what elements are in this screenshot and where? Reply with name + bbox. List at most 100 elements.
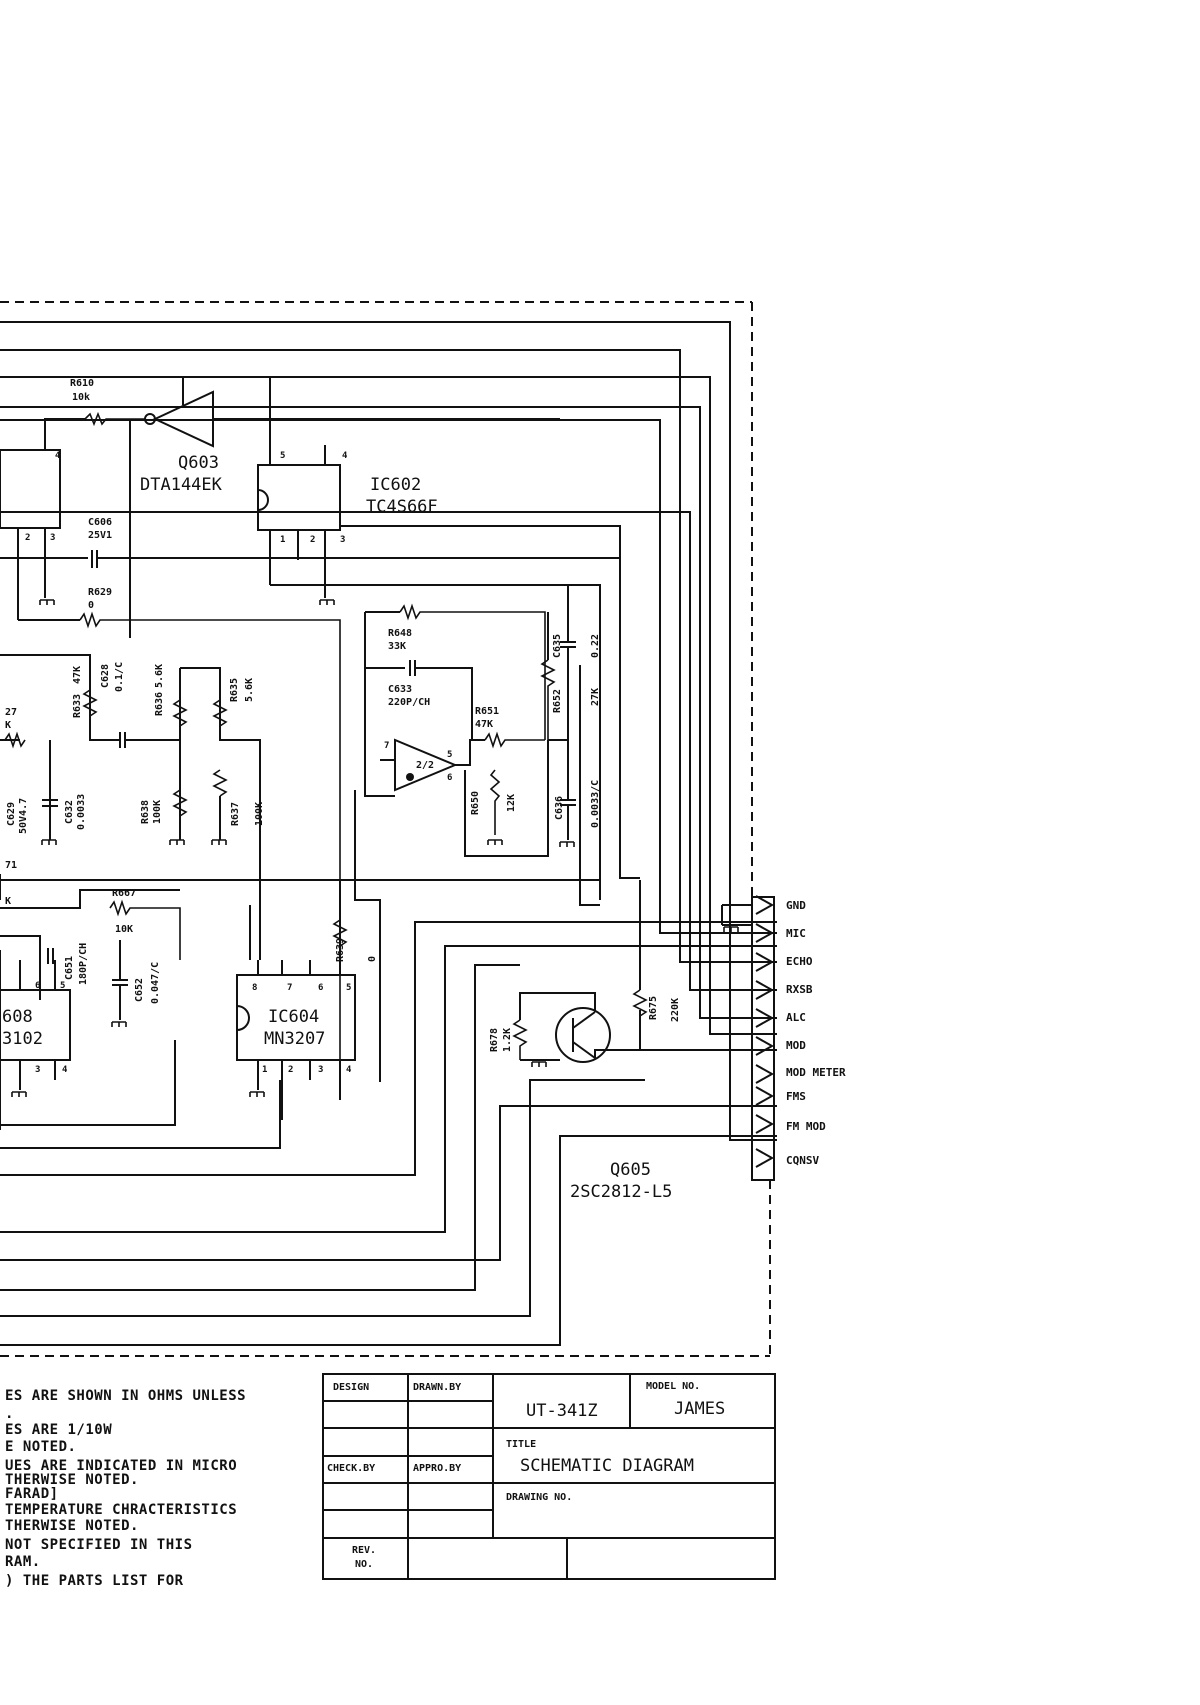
r638-ref: R638 bbox=[140, 800, 151, 824]
r633-ref: R633 bbox=[72, 694, 83, 718]
port-rxsb-label: RXSB bbox=[786, 983, 813, 996]
ic602-pin: 1 bbox=[280, 535, 285, 545]
ic602-part: TC4S66F bbox=[366, 497, 438, 517]
ic-left-pin: 3 bbox=[50, 533, 55, 543]
c628-value: 0.1/C bbox=[114, 662, 125, 692]
r650-ref: R650 bbox=[470, 791, 481, 815]
model-no-label: MODEL NO. bbox=[646, 1381, 700, 1392]
ic604-pin: 2 bbox=[288, 1065, 293, 1075]
r650-value: 12K bbox=[506, 794, 517, 812]
model-no-value: JAMES bbox=[674, 1399, 725, 1419]
ic608-pin: 6 bbox=[35, 981, 40, 991]
notes-block: ES ARE SHOWN IN OHMS UNLESS . ES ARE 1/1… bbox=[5, 1388, 246, 1589]
ic608-part: 3102 bbox=[2, 1029, 43, 1049]
note-line: RAM. bbox=[5, 1554, 41, 1570]
ground-symbols bbox=[11, 599, 739, 1097]
port-mod-label: MOD bbox=[786, 1039, 806, 1052]
port-cqnsv-label: CQNSV bbox=[786, 1154, 819, 1167]
note-line: NOT SPECIFIED IN THIS bbox=[5, 1537, 193, 1553]
rev-label: REV. bbox=[352, 1545, 376, 1556]
r667-ref: R667 bbox=[112, 888, 136, 899]
r651-value: 47K bbox=[475, 719, 493, 730]
left-fragment-r627-value: K bbox=[5, 720, 11, 731]
r610-value: 10k bbox=[72, 392, 90, 403]
note-line: ES ARE 1/10W bbox=[5, 1422, 112, 1438]
left-fragment-b: K bbox=[5, 896, 11, 907]
c606-ref: C606 bbox=[88, 517, 112, 528]
opamp-pin: 6 bbox=[447, 773, 452, 783]
ic602-pin: 4 bbox=[342, 451, 348, 461]
ic-left-pin: 2 bbox=[25, 533, 30, 543]
left-fragment-r627: 27 bbox=[5, 707, 17, 718]
c633-value: 220P/CH bbox=[388, 697, 430, 708]
r651-ref: R651 bbox=[475, 706, 499, 717]
left-fragment-a: 71 bbox=[5, 860, 17, 871]
connector-arrow bbox=[755, 1008, 775, 1028]
r652-value: 27K bbox=[590, 688, 601, 706]
r648-ref: R648 bbox=[388, 628, 412, 639]
r629-ref: R629 bbox=[88, 587, 112, 598]
connector-port-labels: GND MIC ECHO RXSB ALC MOD MOD METER FMS … bbox=[786, 899, 846, 1167]
r636-value: 5.6K bbox=[154, 664, 165, 688]
ic608-pin: 5 bbox=[60, 981, 65, 991]
title-block: DESIGN DRAWN.BY CHECK.BY APPRO.BY REV. N… bbox=[327, 1381, 725, 1570]
opamp-label: 2/2 bbox=[416, 760, 434, 771]
ic602-ref: IC602 bbox=[370, 475, 421, 495]
note-line: THERWISE NOTED. bbox=[5, 1472, 139, 1488]
ic608-pin: 4 bbox=[62, 1065, 68, 1075]
rev-no-label: NO. bbox=[355, 1559, 373, 1570]
drawing-title: SCHEMATIC DIAGRAM bbox=[520, 1456, 694, 1476]
c628-ref: C628 bbox=[100, 664, 111, 688]
ic604-pin: 6 bbox=[318, 983, 323, 993]
r675-ref: R675 bbox=[648, 996, 659, 1020]
q605-part: 2SC2812-L5 bbox=[570, 1182, 672, 1202]
r637-value: 100K bbox=[254, 802, 265, 826]
c632-value: 0.0033 bbox=[76, 794, 87, 830]
r635-value: 5.6K bbox=[244, 678, 255, 702]
c629-ref: C629 bbox=[6, 802, 17, 826]
connector-arrow bbox=[755, 1148, 775, 1168]
c633-ref: C633 bbox=[388, 684, 412, 695]
appro-by-label: APPRO.BY bbox=[413, 1463, 461, 1474]
title-block-grid bbox=[322, 1373, 776, 1580]
c635-ref: C635 bbox=[552, 634, 563, 658]
connector-arrow bbox=[755, 952, 775, 972]
ic604-pin: 5 bbox=[346, 983, 351, 993]
opamp-pin: 7 bbox=[384, 741, 389, 751]
c635-value: 0.22 bbox=[590, 634, 601, 658]
ic604-part: MN3207 bbox=[264, 1029, 325, 1049]
ic604-pin: 3 bbox=[318, 1065, 323, 1075]
c652-value: 0.047/C bbox=[150, 962, 161, 1004]
connector-arrow bbox=[755, 1114, 775, 1134]
r678-ref: R678 bbox=[489, 1028, 500, 1052]
connector-arrow bbox=[755, 1036, 775, 1056]
design-label: DESIGN bbox=[333, 1382, 369, 1393]
r629-value: 0 bbox=[88, 600, 94, 611]
connector-arrow bbox=[755, 923, 775, 943]
port-fms-label: FMS bbox=[786, 1090, 806, 1103]
note-line: TEMPERATURE CHRACTERISTICS bbox=[5, 1502, 237, 1518]
title-label: TITLE bbox=[506, 1439, 536, 1450]
c652-ref: C652 bbox=[134, 978, 145, 1002]
r667-value: 10K bbox=[115, 924, 133, 935]
ic602-pin: 3 bbox=[340, 535, 345, 545]
r678-value: 1.2K bbox=[502, 1028, 513, 1052]
ic604-pin: 4 bbox=[346, 1065, 352, 1075]
ic604-pin: 7 bbox=[287, 983, 292, 993]
dashed-boundary bbox=[0, 301, 771, 1357]
c636-value: 0.0033/C bbox=[590, 780, 601, 828]
port-alc-label: ALC bbox=[786, 1011, 806, 1024]
c651-value: 180P/CH bbox=[78, 943, 89, 985]
ic-left-pin: 4 bbox=[55, 451, 61, 461]
connector-arrow bbox=[755, 1086, 775, 1106]
port-fm-mod-label: FM MOD bbox=[786, 1120, 826, 1133]
drawing-no-label: DRAWING NO. bbox=[506, 1492, 572, 1503]
c632-ref: C632 bbox=[64, 800, 75, 824]
connector-arrow bbox=[755, 1064, 775, 1084]
ic-boxes bbox=[0, 960, 356, 1120]
r637-ref: R637 bbox=[230, 802, 241, 826]
note-line: ) THE PARTS LIST FOR bbox=[5, 1573, 184, 1589]
c606-value: 25V1 bbox=[88, 530, 112, 541]
